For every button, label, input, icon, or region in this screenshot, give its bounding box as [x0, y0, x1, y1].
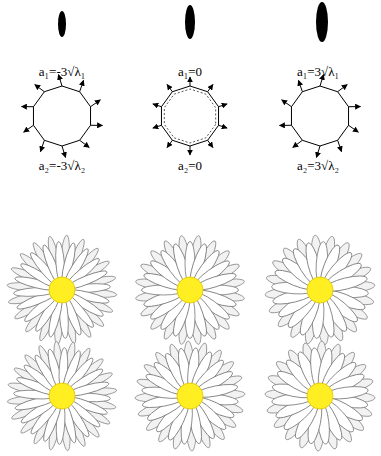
- polygon-group: [153, 77, 227, 155]
- daisy-flower: [7, 235, 117, 345]
- displacement-arrow: [208, 140, 213, 147]
- daisy-flower: [265, 341, 375, 451]
- displacement-arrow: [208, 84, 213, 91]
- coefficient-label: a₂=0: [178, 158, 202, 174]
- displacement-arrow: [62, 146, 66, 157]
- polygon-outline: [33, 86, 90, 146]
- petal-shape: [185, 5, 195, 39]
- daisy-flower: [265, 235, 376, 346]
- displacement-arrow: [349, 106, 361, 107]
- displacement-arrow: [219, 104, 228, 107]
- displacement-arrow: [279, 125, 291, 126]
- daisy-center: [177, 383, 203, 409]
- coefficient-label: a₁=0: [178, 64, 202, 80]
- displacement-arrow: [80, 140, 90, 147]
- displacement-arrow: [349, 125, 359, 132]
- displacement-arrow: [24, 125, 34, 132]
- daisy-center: [307, 383, 333, 409]
- coefficient-label: a₂=-3√λ₂: [39, 158, 85, 174]
- displacement-arrow: [91, 100, 101, 107]
- displacement-arrow: [167, 140, 172, 147]
- daisy-flower: [135, 235, 245, 345]
- polygon-outline: [291, 86, 348, 146]
- polygon-group: [279, 75, 360, 158]
- displacement-arrow: [80, 80, 84, 91]
- coefficient-label: a₂=3√λ₂: [297, 158, 339, 174]
- displacement-arrow: [298, 80, 302, 91]
- displacement-arrow: [219, 125, 228, 128]
- displacement-arrow: [338, 140, 342, 151]
- daisy-center: [49, 383, 75, 409]
- displacement-arrow: [316, 146, 320, 157]
- daisy-flower: [135, 341, 245, 451]
- polygon-group: [21, 75, 102, 158]
- petal-shape: [316, 2, 328, 42]
- coefficient-label: a₁=3√λ₁: [297, 64, 339, 80]
- displacement-arrow: [153, 125, 162, 128]
- daisy-flower: [7, 341, 117, 451]
- mean-outline: [164, 89, 215, 143]
- petal-shape: [58, 11, 66, 37]
- displacement-arrow: [293, 140, 303, 147]
- displacement-arrow: [190, 146, 191, 155]
- displacement-arrow: [35, 85, 45, 92]
- displacement-arrow: [167, 84, 172, 91]
- polygon-outline: [161, 86, 218, 146]
- coefficient-label: a₁=-3√λ₁: [39, 64, 85, 80]
- daisy-center: [49, 277, 75, 303]
- displacement-arrow: [40, 140, 44, 151]
- displacement-arrow: [21, 106, 33, 107]
- displacement-arrow: [153, 104, 162, 107]
- daisy-center: [307, 277, 333, 303]
- displacement-arrow: [338, 85, 348, 92]
- daisy-center: [177, 277, 203, 303]
- displacement-arrow: [282, 100, 292, 107]
- displacement-arrow: [91, 125, 103, 126]
